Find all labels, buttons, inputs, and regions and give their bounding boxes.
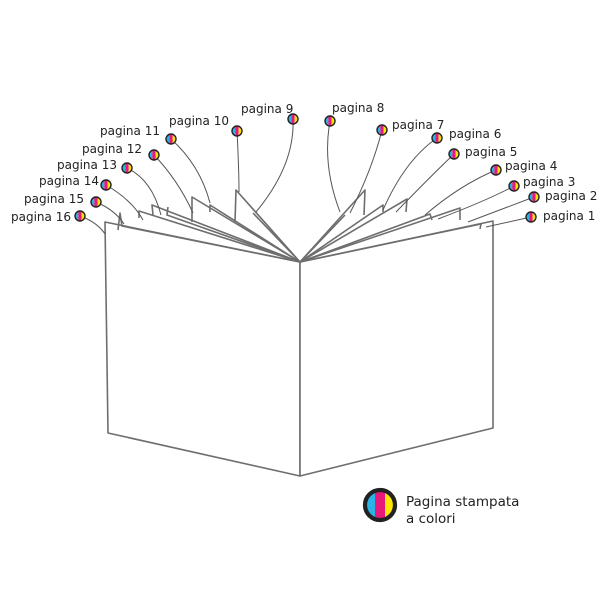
cmyk-dot-icon — [100, 179, 112, 191]
page-edge-left-2 — [138, 210, 301, 263]
cmyk-dot-icon — [90, 196, 102, 208]
page-label-11: pagina 11 — [100, 124, 160, 138]
page-label-6: pagina 6 — [449, 127, 502, 141]
page-edge-right-1 — [299, 223, 482, 263]
page-label-7: pagina 7 — [392, 118, 445, 132]
page-label-8: pagina 8 — [332, 101, 385, 115]
page-edge-left-4 — [166, 206, 301, 263]
leader-line-page-6 — [382, 137, 438, 211]
cmyk-dot-icon — [431, 132, 443, 144]
legend-line-2: a colori — [406, 511, 456, 527]
page-label-15: pagina 15 — [24, 192, 84, 206]
leader-line-page-7 — [349, 129, 383, 214]
cmyk-dot-icon — [376, 124, 388, 136]
leader-line-page-1 — [485, 216, 532, 228]
leader-line-page-4 — [424, 169, 497, 216]
page-label-10: pagina 10 — [169, 114, 229, 128]
leader-line-page-2 — [467, 196, 535, 223]
open-book — [104, 189, 494, 477]
leader-line-page-14 — [105, 184, 144, 221]
page-label-14: pagina 14 — [39, 174, 99, 188]
color-dots — [74, 113, 540, 223]
leader-line-page-10 — [236, 130, 240, 193]
cmyk-dot-icon — [508, 180, 520, 192]
page-edge-right-7 — [299, 214, 346, 263]
page-edge-right-4 — [299, 198, 408, 263]
page-edge-left-8 — [252, 212, 301, 263]
page-edge-right-2 — [299, 207, 461, 263]
page-edge-left-5 — [191, 196, 301, 263]
cmyk-dot-icon — [528, 191, 540, 203]
page-edge-right-6 — [299, 189, 366, 263]
cmyk-dot-icon — [148, 149, 160, 161]
leader-line-page-5 — [395, 153, 455, 213]
page-edge-left-7 — [234, 189, 301, 263]
cmyk-dot-icon — [165, 133, 177, 145]
right-cover — [299, 220, 494, 477]
cmyk-dot-icon — [362, 487, 398, 523]
page-edge-right-3 — [299, 213, 433, 263]
leader-line-page-9 — [255, 118, 294, 213]
cmyk-dot-icon — [525, 211, 537, 223]
page-label-9: pagina 9 — [241, 102, 294, 116]
legend-label: Pagina stampata a colori — [406, 494, 519, 528]
page-edge-left-3 — [151, 204, 301, 263]
legend-color-dot-icon — [362, 487, 398, 523]
page-label-4: pagina 4 — [505, 159, 558, 173]
cmyk-dot-icon — [121, 162, 133, 174]
cmyk-dot-icon — [490, 164, 502, 176]
cmyk-dot-icon — [324, 115, 336, 127]
page-label-2: pagina 2 — [545, 189, 598, 203]
left-cover — [104, 221, 301, 477]
page-label-16: pagina 16 — [11, 210, 71, 224]
leader-line-page-13 — [126, 167, 162, 216]
legend-line-1: Pagina stampata — [406, 494, 520, 510]
cmyk-dot-icon — [74, 210, 86, 222]
leader-line-page-8 — [327, 120, 341, 213]
page-label-3: pagina 3 — [523, 175, 576, 189]
page-label-1: pagina 1 — [543, 209, 596, 223]
page-label-5: pagina 5 — [465, 145, 518, 159]
leader-line-page-11 — [170, 138, 211, 204]
page-edge-left-6 — [209, 204, 301, 263]
page-label-13: pagina 13 — [57, 158, 117, 172]
leader-line-page-3 — [437, 185, 515, 220]
cmyk-dot-icon — [287, 113, 299, 125]
cmyk-dot-icon — [231, 125, 243, 137]
leader-line-page-12 — [153, 154, 194, 214]
page-label-12: pagina 12 — [82, 142, 142, 156]
cmyk-dot-icon — [448, 148, 460, 160]
